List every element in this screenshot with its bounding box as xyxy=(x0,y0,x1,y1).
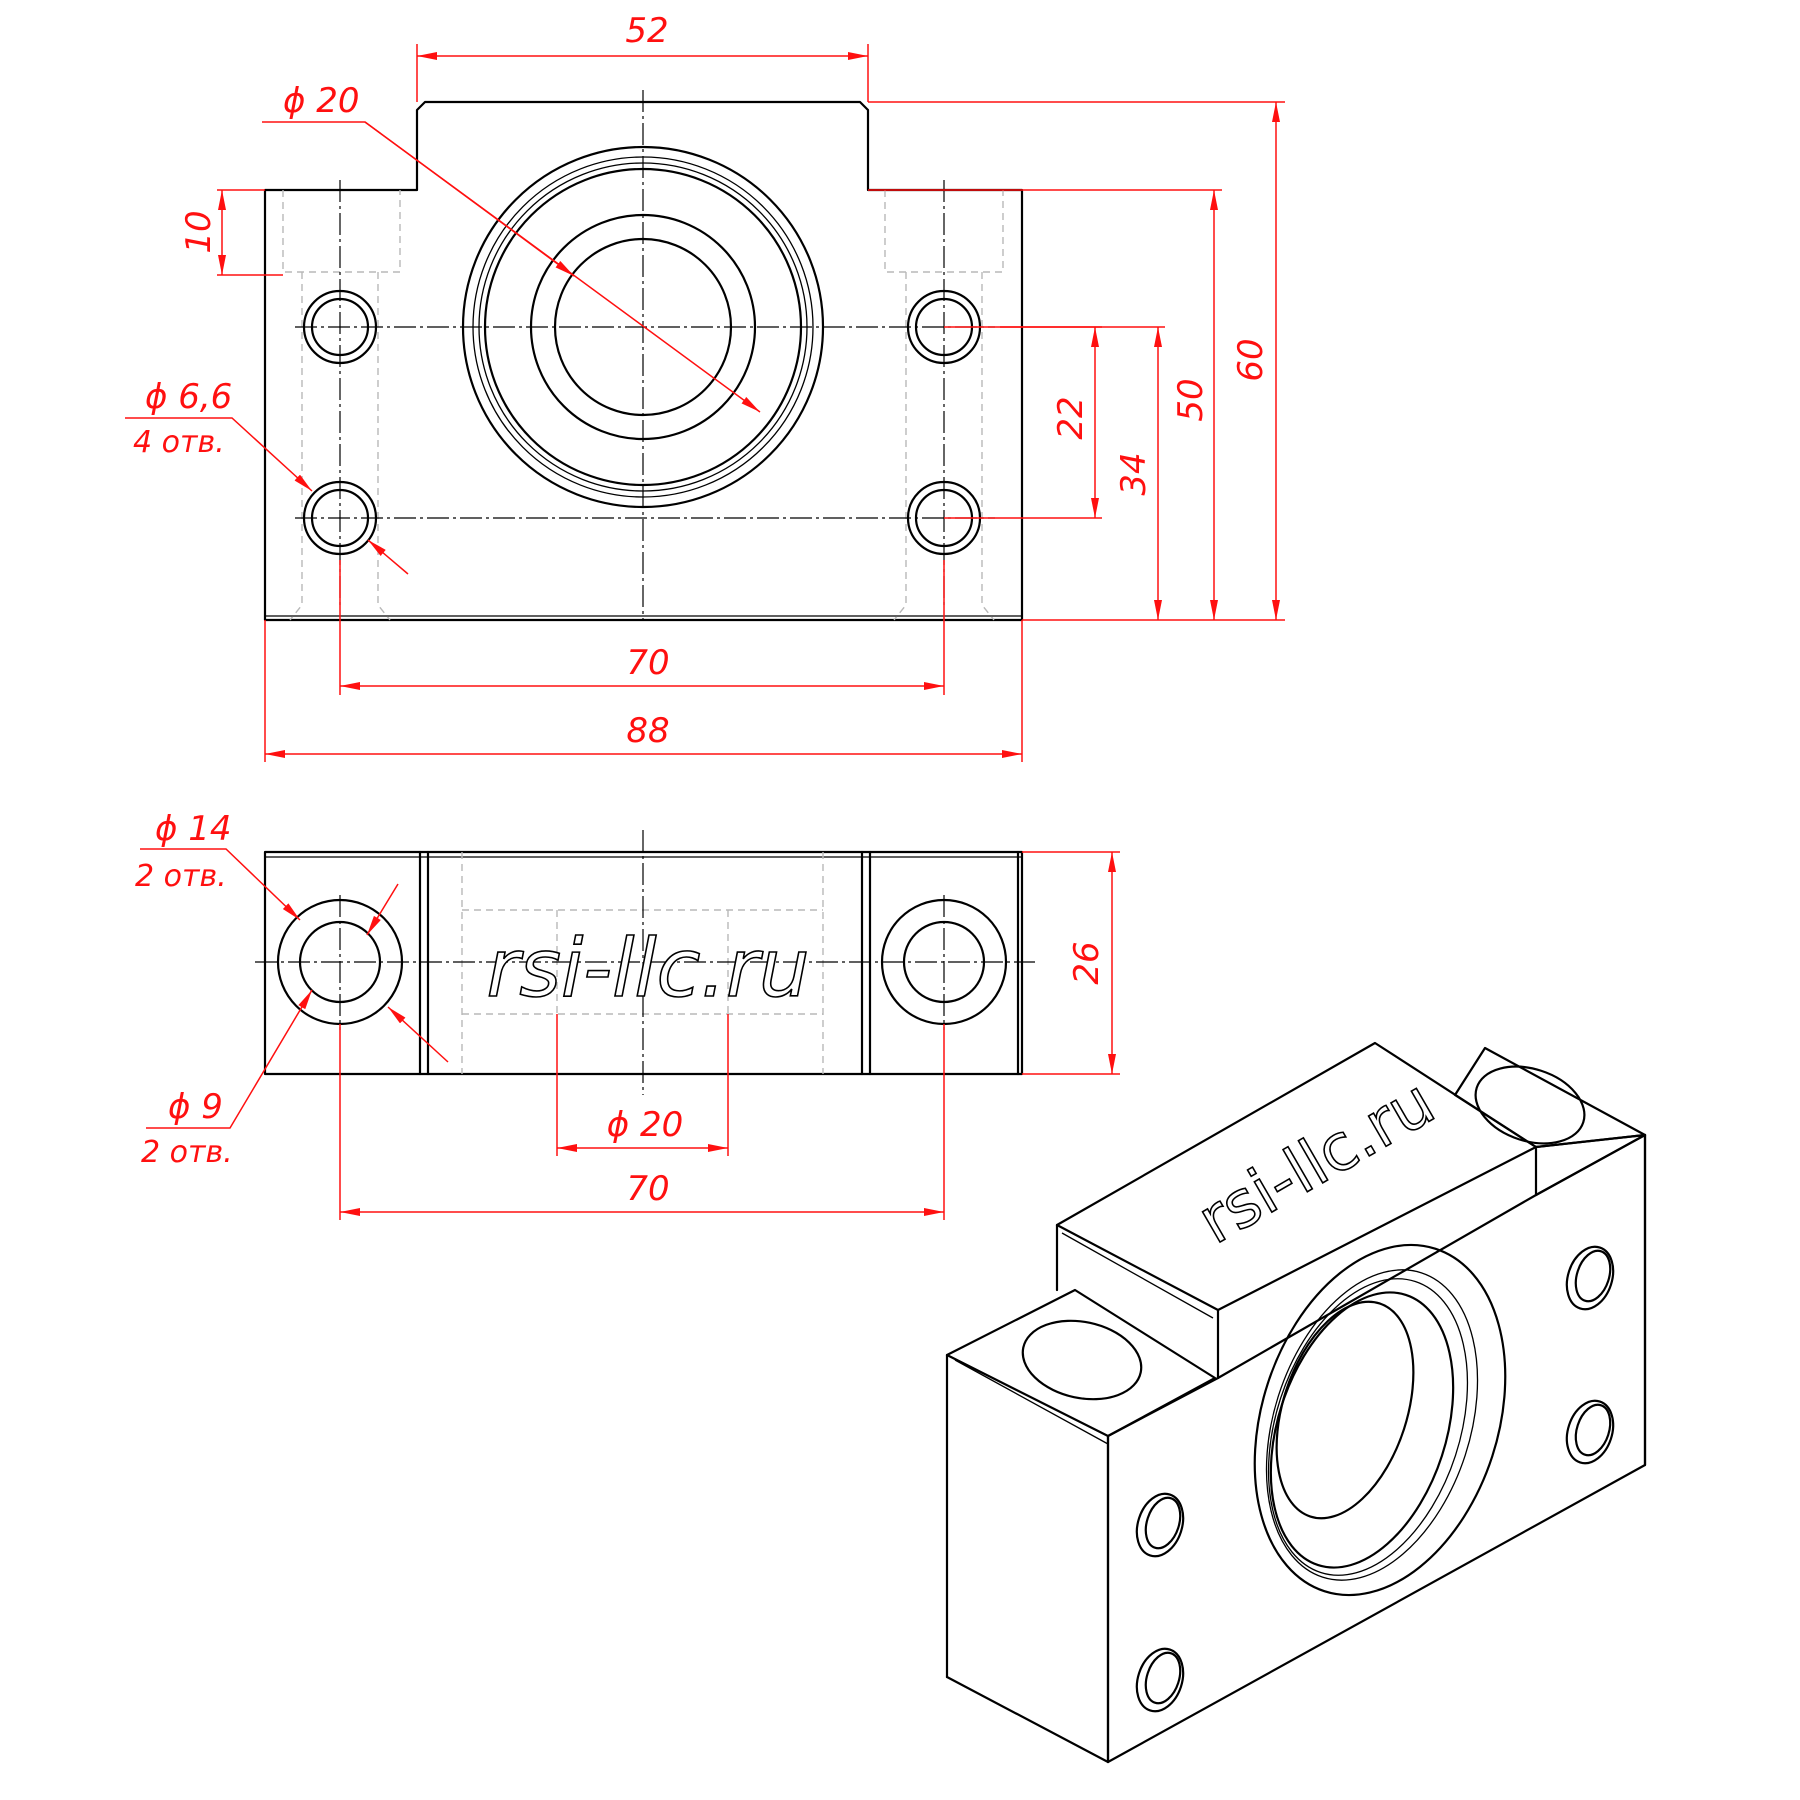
dim-22-label: 22 xyxy=(1051,396,1091,439)
dim-bottom-bore-label: ϕ 20 xyxy=(607,1105,684,1145)
iso-housing-ellipse xyxy=(1253,1243,1507,1597)
dim-52-label: 52 xyxy=(625,11,668,51)
watermark-iso-view: rsi-llc.ru xyxy=(1186,1066,1447,1259)
dim-70-label: 70 xyxy=(626,643,669,683)
center-lines xyxy=(295,90,995,620)
dim-50-label: 50 xyxy=(1171,378,1211,421)
dim-thru-dia-label: ϕ 9 xyxy=(168,1087,223,1127)
dim-26-label: 26 xyxy=(1067,941,1107,984)
watermark-bottom-view: rsi-llc.ru xyxy=(486,922,809,1015)
front-view-outline xyxy=(263,100,1024,622)
dim-10-label: 10 xyxy=(179,210,219,253)
dim-bottom-70-label: 70 xyxy=(626,1169,669,1209)
dim-cbore-dia-label: ϕ 14 xyxy=(155,809,232,849)
iso-bore-ellipse xyxy=(1275,1300,1415,1520)
dim-thru-count-label: 2 отв. xyxy=(141,1135,233,1170)
front-dimensions: 52 ϕ 20 10 ϕ 6,6 4 отв. 22 34 50 60 xyxy=(125,11,1285,762)
front-view xyxy=(263,90,1024,622)
dim-88-label: 88 xyxy=(626,711,669,751)
mounting-holes xyxy=(302,289,982,556)
dim-bore-dia-label: ϕ 20 xyxy=(283,81,360,121)
dim-hole-dia-label: ϕ 6,6 xyxy=(145,377,232,417)
dim-hole-count-label: 4 отв. xyxy=(133,425,225,460)
hidden-lines xyxy=(282,190,1004,621)
isometric-view: rsi-llc.ru xyxy=(945,1041,1647,1764)
dim-34-label: 34 xyxy=(1114,452,1154,495)
bottom-dimensions: ϕ 14 2 отв. ϕ 9 2 отв. 26 ϕ 20 70 xyxy=(135,809,1120,1220)
dim-cbore-count-label: 2 отв. xyxy=(135,859,227,894)
dim-60-label: 60 xyxy=(1231,338,1271,381)
bottom-view: rsi-llc.ru xyxy=(255,830,1035,1095)
